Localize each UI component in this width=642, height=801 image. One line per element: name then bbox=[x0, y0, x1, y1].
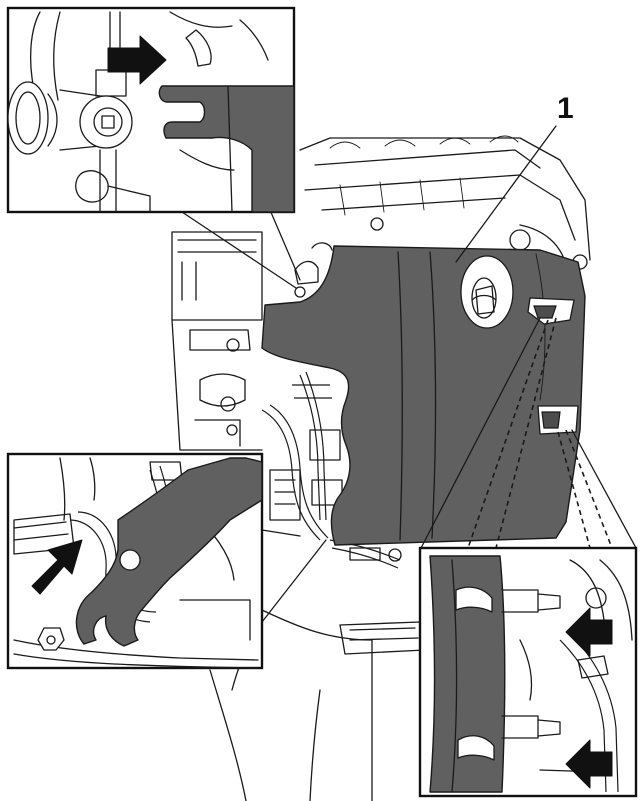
engine-assembly bbox=[171, 135, 591, 801]
inset-lower-left bbox=[6, 452, 327, 670]
diagonal-arrow-icon bbox=[31, 539, 83, 595]
callout-label-1: 1 bbox=[557, 92, 574, 125]
callout-part-1: 1 bbox=[455, 92, 574, 263]
inset-top-left bbox=[6, 6, 301, 289]
left-arrow-icon bbox=[565, 607, 613, 657]
right-arrow-icon bbox=[107, 35, 167, 85]
engine-cover bbox=[261, 245, 586, 546]
inset-lower-right bbox=[418, 317, 638, 798]
left-arrow-icon bbox=[565, 739, 613, 789]
